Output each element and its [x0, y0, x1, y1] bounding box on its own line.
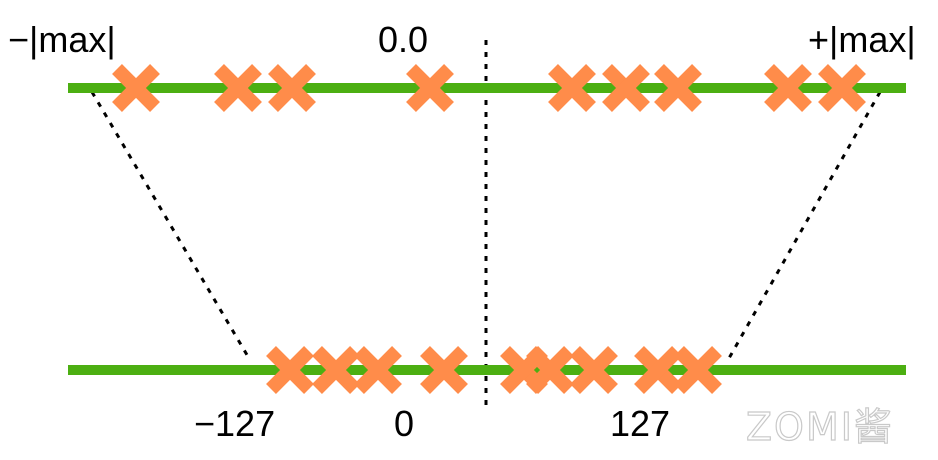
bottom-x-marker-7	[570, 346, 618, 394]
top-left-label: −|max|	[8, 19, 116, 60]
bottom-markers	[266, 346, 722, 394]
left-mapping-dotted	[90, 91, 252, 361]
top-markers	[112, 64, 866, 112]
top-x-marker-7	[654, 64, 702, 112]
top-x-marker-8	[764, 64, 812, 112]
bottom-x-marker-2	[312, 346, 360, 394]
bottom-x-marker-6	[526, 346, 574, 394]
top-x-marker-1	[112, 64, 160, 112]
top-x-marker-4	[406, 64, 454, 112]
top-x-marker-2	[214, 64, 262, 112]
bottom-x-marker-8	[634, 346, 682, 394]
bottom-x-marker-1	[266, 346, 314, 394]
top-x-marker-5	[548, 64, 596, 112]
bottom-x-marker-4	[420, 346, 468, 394]
top-x-marker-6	[602, 64, 650, 112]
watermark-logo: ZOMI酱	[746, 405, 894, 449]
bottom-center-label: 0	[394, 403, 414, 444]
right-mapping-dotted	[726, 91, 882, 361]
bottom-x-marker-9	[674, 346, 722, 394]
top-center-label: 0.0	[378, 19, 428, 60]
top-x-marker-9	[818, 64, 866, 112]
bottom-right-label: 127	[610, 403, 670, 444]
top-right-label: +|max|	[808, 19, 916, 60]
top-x-marker-3	[268, 64, 316, 112]
bottom-left-label: −127	[194, 403, 275, 444]
bottom-x-marker-3	[354, 346, 402, 394]
